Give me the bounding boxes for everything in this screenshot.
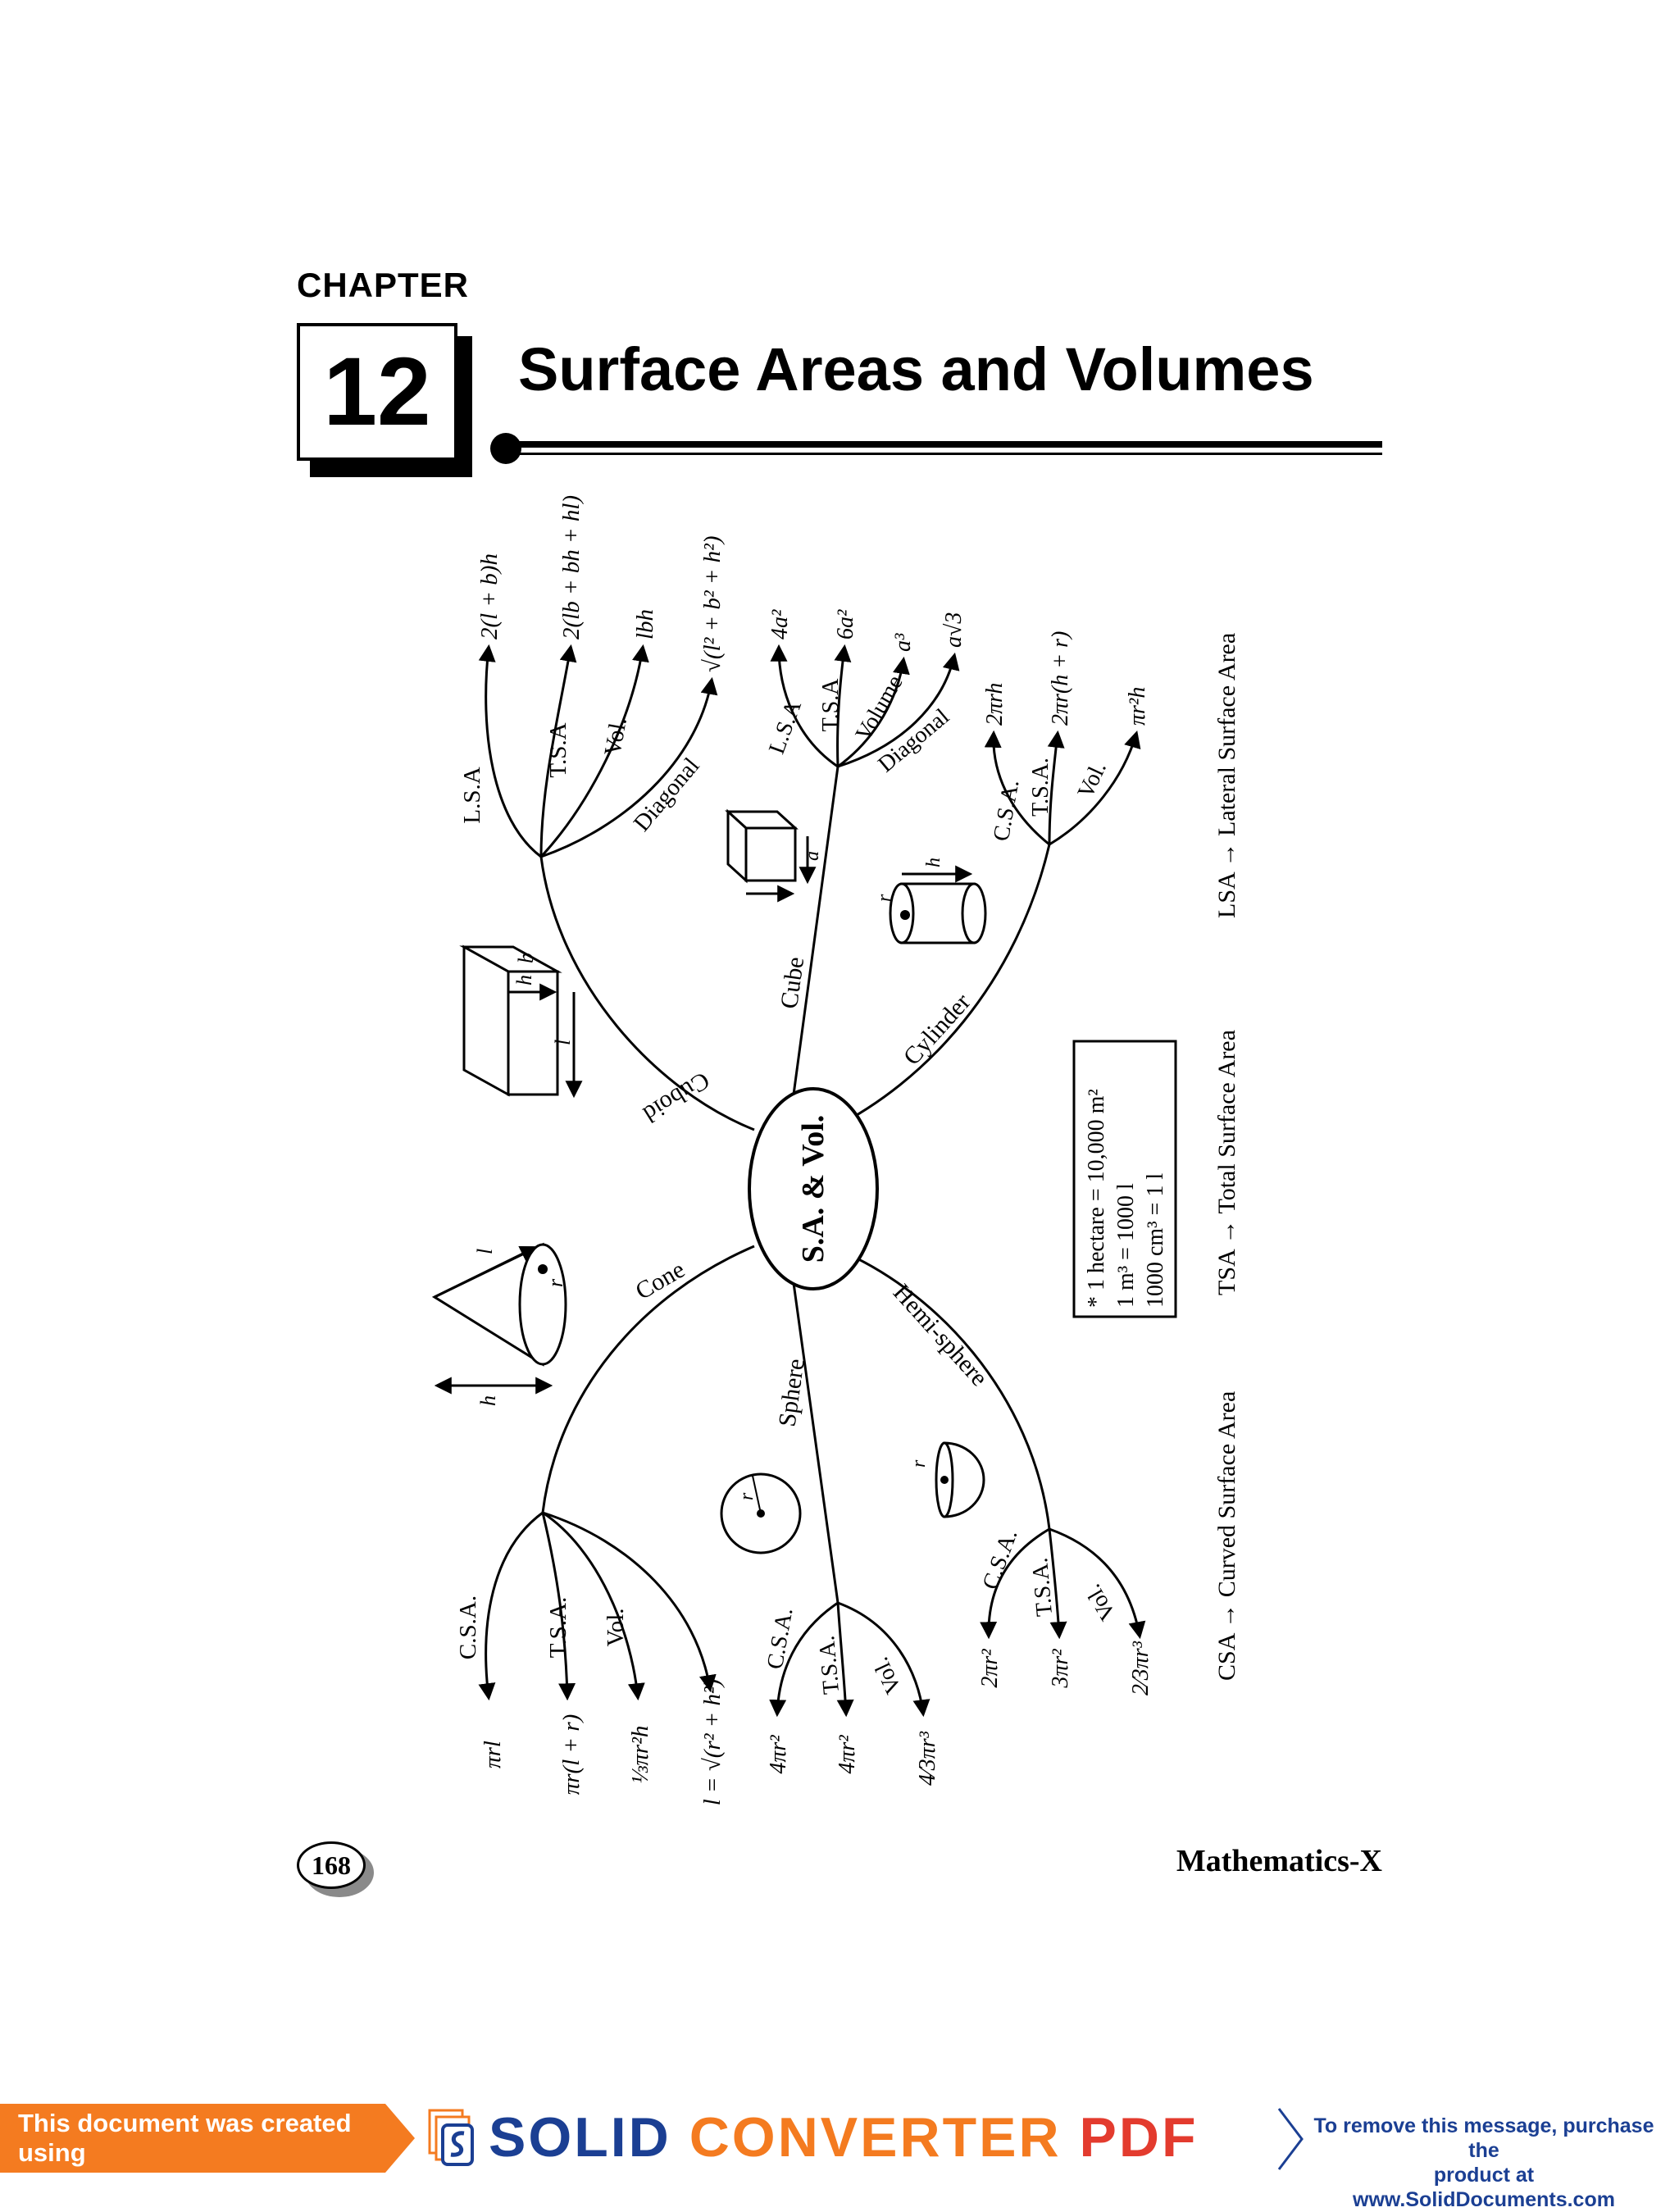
cylinder-center-dot (900, 910, 910, 920)
banner-created-text: This document was created using (0, 2104, 385, 2173)
cylinder-tsa-label: T.S.A. (1028, 758, 1053, 817)
cylinder-vol-label: Vol. (1073, 758, 1112, 802)
footer-subject: Mathematics-X (1176, 1844, 1382, 1878)
chapter-number: 12 (297, 323, 457, 461)
branch-line-cube (792, 766, 840, 1095)
sphere-tsa-formula: 4πr² (835, 1735, 860, 1774)
brand-wordmark: SOLID CONVERTER PDF (489, 2105, 1199, 2169)
cone-vol-label: Vol. (603, 1608, 629, 1646)
cone-dim-h: h (476, 1395, 500, 1406)
cone-dim-l: l (473, 1249, 497, 1254)
cone-tsa-formula: πr(l + r) (558, 1714, 585, 1796)
cuboid-diag-formula: √(l² + b² + h²) (699, 535, 726, 672)
note-line-1: * 1 hectare = 10,000 m² (1084, 1089, 1109, 1308)
banner-purchase-link[interactable]: To remove this message, purchase the pro… (1304, 2107, 1664, 2211)
cylinder-csa-formula: 2πrh (982, 683, 1008, 726)
cylinder-dim-r: r (874, 894, 895, 902)
sphere-vol-formula: 4⁄3πr³ (915, 1731, 940, 1786)
unit-note-box (1072, 1040, 1177, 1318)
cylinder-csa-label: C.S.A. (989, 778, 1025, 844)
cube-tsa-formula: 6a² (833, 609, 858, 639)
cube-vol-formula: a³ (890, 633, 916, 652)
cone-csa-label: C.S.A. (455, 1595, 481, 1659)
chapter-title: Surface Areas and Volumes (518, 335, 1314, 403)
cuboid-tsa-label: T.S.A (545, 722, 571, 777)
branch-label-sphere: Sphere (773, 1357, 809, 1428)
cylinder-dim-h: h (923, 858, 944, 867)
hemisphere-vol-formula: 2⁄3πr³ (1128, 1641, 1153, 1695)
note-line-2: 1 m³ = 1000 l (1113, 1183, 1139, 1308)
cylinder-figure (889, 865, 987, 944)
banner-purchase-line-2: product at www.SolidDocuments.com (1353, 2164, 1615, 2211)
sphere-tsa-label: T.S.A. (814, 1635, 844, 1695)
branch-label-cube: Cube (776, 955, 809, 1010)
brand-pdf: PDF (1079, 2106, 1199, 2169)
branch-label-cuboid: Cuboid (639, 1067, 714, 1128)
brand-converter: CONVERTER (689, 2106, 1080, 2169)
center-label: S.A. & Vol. (796, 1115, 830, 1263)
cone-figure (431, 1242, 567, 1395)
hemisphere-csa-formula: 2πr² (977, 1649, 1003, 1688)
cylinder-tsa-formula: 2πr(h + r) (1048, 631, 1073, 726)
branch-line-cone (541, 1245, 755, 1513)
brand-solid: SOLID (489, 2106, 689, 2169)
cuboid-lsa-label: L.S.A (459, 767, 485, 823)
branch-line-cylinder (829, 844, 1051, 1131)
cuboid-tsa-formula: 2(lb + bh + hl) (558, 495, 585, 639)
cone-dim-r: r (544, 1278, 567, 1287)
cube-tsa-label: T.S.A (818, 678, 844, 732)
solid-logo-icon (428, 2109, 474, 2166)
cuboid-vol-label: Vol. (599, 716, 632, 758)
cuboid-diag-label: Diagonal (629, 753, 705, 836)
branch-label-hemisphere: Hemi-sphere (888, 1279, 993, 1391)
cone-csa-formula: πrl (480, 1741, 506, 1768)
branch-label-cylinder: Cylinder (899, 989, 976, 1071)
hemisphere-tsa-label: T.S.A. (1027, 1557, 1058, 1618)
cuboid-dim-h: h (512, 975, 536, 985)
branch-label-cone: Cone (631, 1256, 689, 1305)
page-number: 168 (297, 1841, 366, 1889)
cube-diag-formula: a√3 (941, 612, 967, 648)
legend-csa: CSA → Curved Surface Area (1213, 1391, 1240, 1681)
cone-slant-formula: l = √(r² + h²) (699, 1679, 726, 1806)
title-rule (507, 441, 1382, 448)
cone-vol-formula: ⅓πr²h (627, 1726, 653, 1784)
cone-center-dot (538, 1264, 548, 1274)
banner-chevron-icon (1277, 2108, 1304, 2170)
cone-tsa-label: T.S.A. (545, 1597, 571, 1658)
hemisphere-tsa-formula: 3πr² (1048, 1649, 1073, 1689)
branch-line-hemisphere (829, 1245, 1051, 1530)
cube-lsa-formula: 4a² (767, 609, 793, 639)
branch-line-sphere (792, 1282, 840, 1604)
banner-arrow (385, 2104, 415, 2173)
cuboid-lsa-formula: 2(l + b)h (476, 553, 503, 639)
hemisphere-vol-label: Vol. (1081, 1580, 1122, 1625)
mind-map: S.A. & Vol. Cuboid Cube Cylinder Cone Sp… (431, 495, 1240, 1806)
sphere-dim-r: r (736, 1492, 758, 1500)
hemisphere-dim-r: r (908, 1459, 930, 1468)
legend-tsa: TSA → Total Surface Area (1213, 1030, 1240, 1295)
sphere-csa-label: C.S.A. (762, 1606, 799, 1672)
cube-dim-a: a (802, 851, 823, 861)
branch-line-cuboid (539, 856, 755, 1131)
center-node (748, 1087, 879, 1290)
cylinder-vol-formula: πr²h (1125, 687, 1150, 726)
cube-figure (725, 808, 817, 903)
cube-vol-label: Volume (851, 671, 908, 745)
cuboid-dim-l: l (551, 1040, 575, 1045)
chapter-label: CHAPTER (297, 266, 470, 304)
sphere-vol-label: Vol. (868, 1653, 907, 1697)
hemisphere-figure (943, 1441, 985, 1518)
cuboid-dim-b: b (514, 953, 538, 963)
title-rule-dot (490, 433, 521, 464)
note-line-3: 1000 cm³ = 1 l (1143, 1173, 1168, 1308)
cuboid-vol-formula: lbh (632, 609, 658, 639)
title-rule-thin (507, 453, 1382, 455)
cuboid-figure (459, 944, 583, 1099)
sphere-csa-formula: 4πr² (766, 1735, 791, 1774)
hemisphere-csa-label: C.S.A. (978, 1526, 1023, 1593)
banner-purchase-line-1: To remove this message, purchase the (1313, 2114, 1654, 2162)
legend-lsa: LSA → Lateral Surface Area (1213, 633, 1240, 918)
